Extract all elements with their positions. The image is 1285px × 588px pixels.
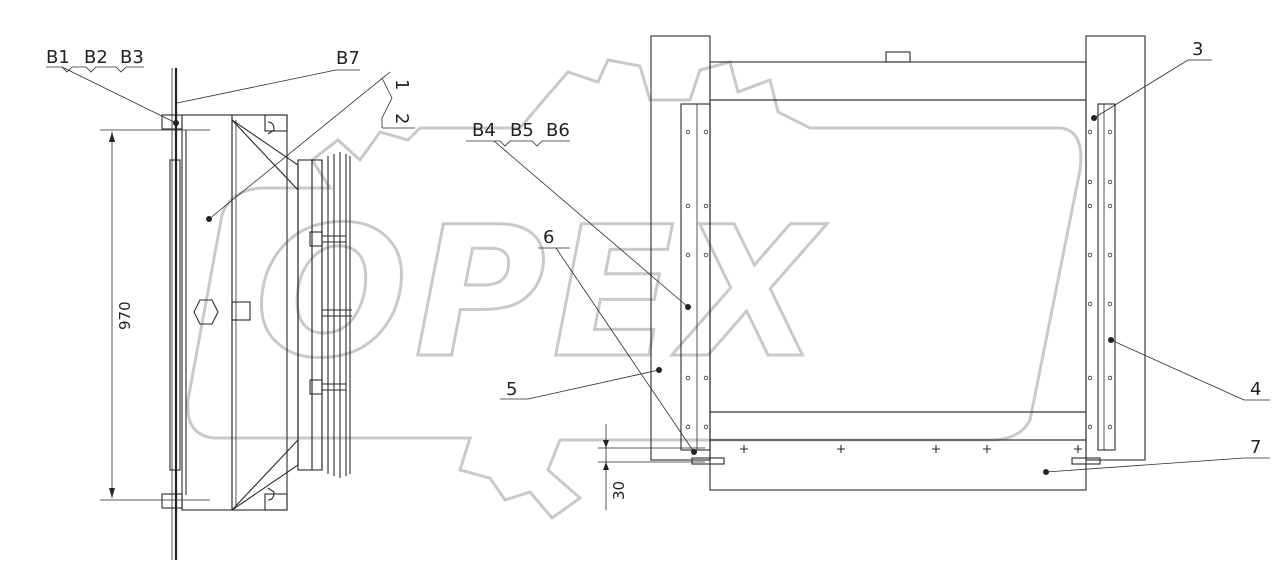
label-b5: B5	[510, 120, 534, 141]
watermark-gear-outline	[186, 58, 1083, 521]
side-view: 970	[100, 68, 352, 560]
label-part-3: 3	[1192, 39, 1203, 60]
label-b4: B4	[472, 120, 496, 141]
label-part-2: 2	[391, 113, 412, 124]
bottom-bolts	[740, 445, 1082, 453]
watermark-text: OPEX	[255, 189, 828, 398]
dimension-height-label: 970	[116, 301, 134, 330]
label-part-6: 6	[543, 227, 554, 248]
bottom-bracket	[709, 439, 1087, 491]
dimension-offset-label: 30	[610, 481, 628, 500]
label-b1: B1	[46, 47, 70, 68]
right-side-bracket	[1097, 103, 1116, 451]
label-part-7: 7	[1250, 437, 1261, 458]
callout-labels: B1 B2 B3 B7 1 2 B4 B5 B6 6 5 3 4 7	[46, 39, 1261, 458]
filler-cap	[885, 51, 911, 63]
drain-plug	[193, 299, 219, 325]
label-b3: B3	[120, 47, 144, 68]
label-b7: B7	[336, 48, 360, 69]
callout-leaders	[46, 59, 1270, 473]
label-part-1: 1	[391, 79, 412, 90]
bracket-holes	[685, 129, 1113, 430]
front-view: 30	[598, 35, 1146, 510]
label-part-4: 4	[1250, 379, 1261, 400]
watermark-logo: OPEX	[186, 58, 1083, 521]
fan-guard-rings	[321, 152, 351, 478]
label-part-5: 5	[506, 379, 517, 400]
label-b2: B2	[84, 47, 108, 68]
label-b6: B6	[546, 120, 570, 141]
